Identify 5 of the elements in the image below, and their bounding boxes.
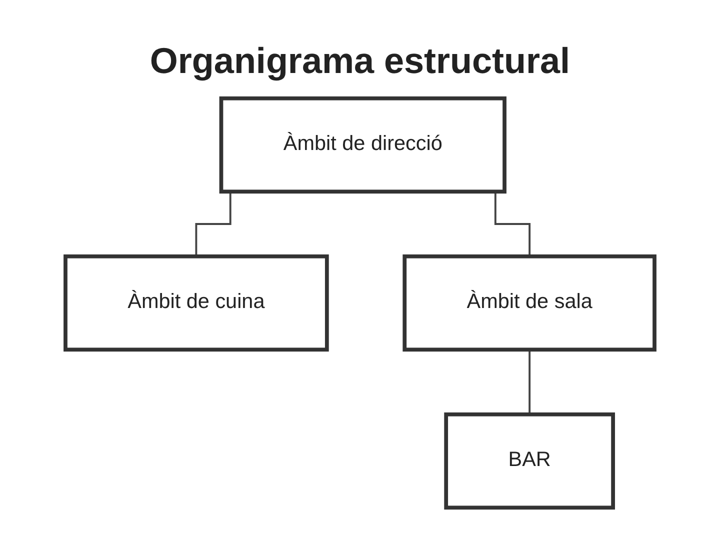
node-box: Àmbit de direcció <box>219 96 506 194</box>
node-box: BAR <box>444 412 615 510</box>
diagram-title: Organigrama estructural <box>148 40 572 82</box>
node-box: Àmbit de cuina <box>64 254 329 352</box>
node-box: Àmbit de sala <box>402 254 656 352</box>
